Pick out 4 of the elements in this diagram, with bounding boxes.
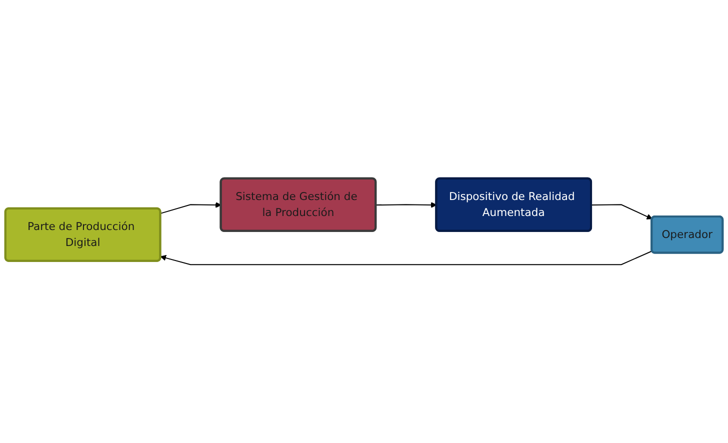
arrow bbox=[160, 202, 222, 214]
arrow bbox=[160, 250, 652, 266]
arrow bbox=[376, 202, 437, 208]
arrow bbox=[591, 204, 652, 220]
